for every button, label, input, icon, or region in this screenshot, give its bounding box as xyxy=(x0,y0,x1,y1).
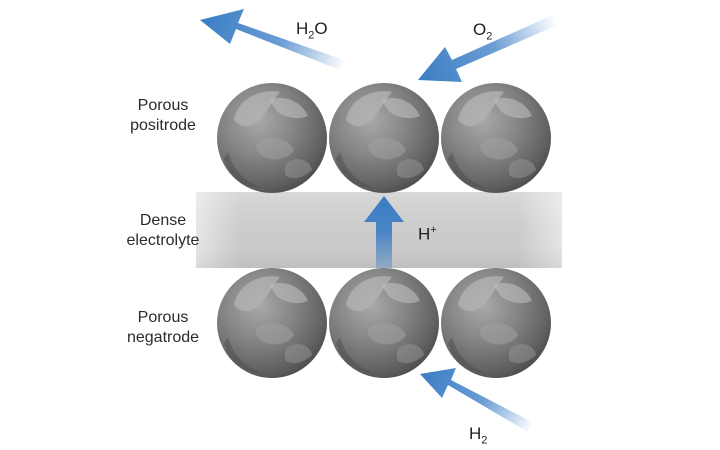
water-label: H2O xyxy=(296,19,328,41)
oxygen-inlet-arrow xyxy=(418,14,560,82)
positrode-sphere-2 xyxy=(329,83,439,193)
water-label-base: H xyxy=(296,19,309,38)
oxygen-label-base: O xyxy=(473,20,487,39)
positrode-label-line1: Porous xyxy=(137,97,189,114)
negatrode-sphere-3 xyxy=(441,268,551,378)
hydrogen-label-sub: 2 xyxy=(481,434,488,447)
oxygen-label-sub: 2 xyxy=(486,30,493,43)
hydrogen-label-base: H xyxy=(469,424,482,443)
hydrogen-label: H2 xyxy=(469,424,487,446)
water-label-tail: O xyxy=(314,19,328,38)
water-exhaust-arrow xyxy=(200,9,344,70)
proton-label: H+ xyxy=(418,224,437,245)
electrolyte-label-line2: electrolyte xyxy=(126,232,200,249)
proton-arrow xyxy=(364,196,404,268)
electrolyte-label-line1: Dense xyxy=(139,212,187,229)
negatrode-sphere-2 xyxy=(329,268,439,378)
hydrogen-inlet-arrow xyxy=(420,368,532,432)
oxygen-label: O2 xyxy=(473,20,492,42)
negatrode-label-line1: Porous xyxy=(137,309,189,326)
proton-label-sup: + xyxy=(430,224,437,236)
negatrode-label-line2: negatrode xyxy=(126,329,200,346)
water-label-sub: 2 xyxy=(308,29,315,42)
positrode-label-line2: positrode xyxy=(130,117,196,134)
positrode-sphere-3 xyxy=(441,83,551,193)
positrode-label: Porous positrode xyxy=(88,96,238,136)
electrolyte-label: Dense electrolyte xyxy=(88,211,238,251)
negatrode-label: Porous negatrode xyxy=(88,308,238,348)
proton-label-base: H xyxy=(418,224,431,244)
